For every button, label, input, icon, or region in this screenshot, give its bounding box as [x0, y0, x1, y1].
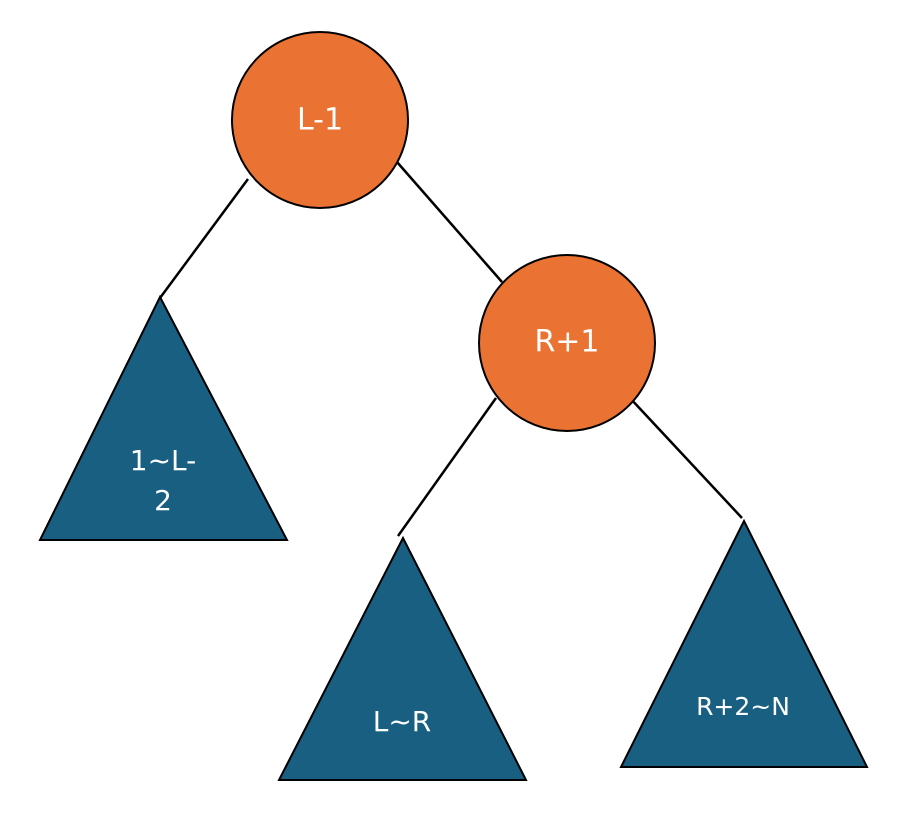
middle-subtree-label: L~R — [373, 705, 432, 738]
right-subtree-triangle — [619, 518, 869, 768]
left-subtree-label-line1: 1~L- — [130, 444, 197, 477]
right-subtree-label: R+2~N — [696, 692, 790, 721]
edge-root-to-right-child — [396, 161, 503, 283]
right-child-node-circle — [478, 254, 656, 432]
root-node-circle — [231, 31, 409, 209]
edge-right-child-to-right-subtree — [629, 397, 743, 519]
middle-subtree-triangle — [277, 535, 528, 781]
left-subtree-label-line2: 2 — [154, 484, 172, 517]
edge-right-child-to-middle-subtree — [396, 397, 498, 537]
edge-root-to-left-subtree — [158, 178, 250, 299]
root-node-label: L-1 — [297, 103, 343, 138]
right-child-node-label: R+1 — [534, 325, 599, 360]
left-subtree-triangle — [38, 294, 289, 541]
